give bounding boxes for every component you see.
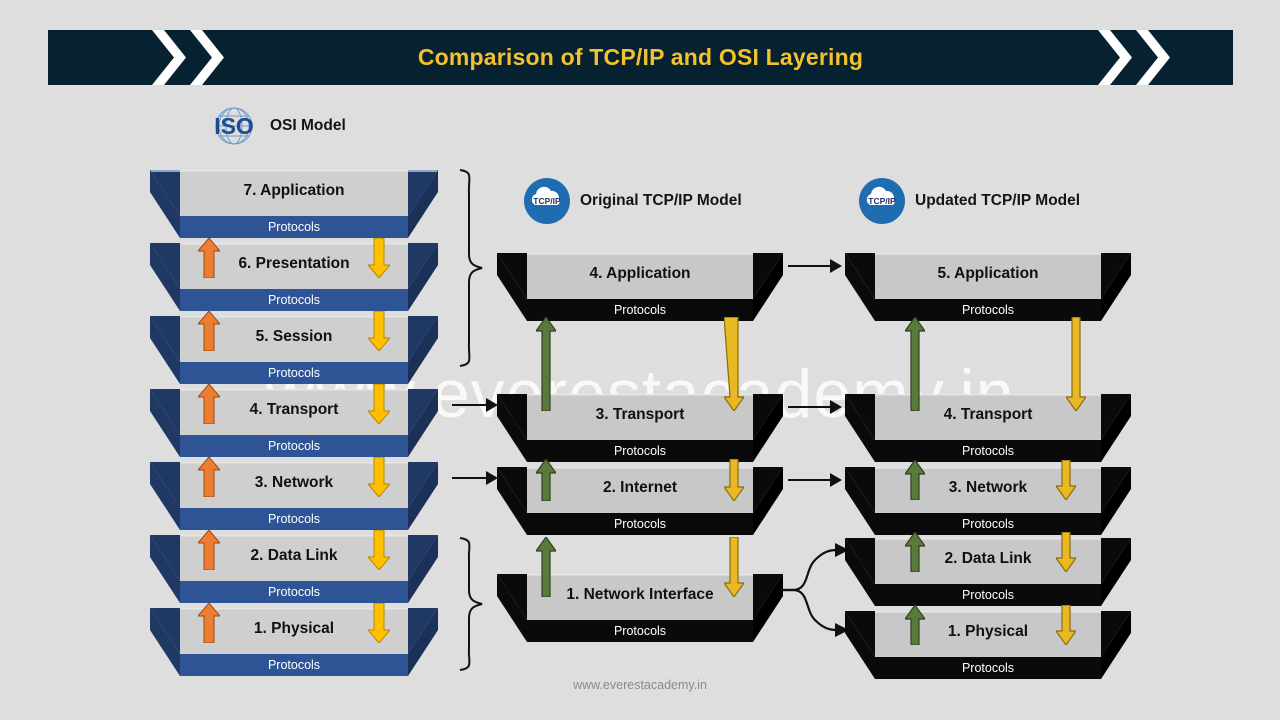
updated-tcpip-layer-4[interactable]: 4. Transport Protocols (845, 394, 1131, 466)
iso-logo-text: ISO (214, 113, 254, 139)
original-tcpip-up-arrow-icon (536, 459, 556, 501)
osi-down-arrow-icon (368, 457, 390, 497)
osi-column-header: ISO OSI Model (207, 106, 346, 146)
chevron-right-icon (1098, 30, 1132, 85)
updated-tcpip-down-arrow-icon (1056, 605, 1076, 645)
osi-down-arrow-icon (368, 384, 390, 424)
page-title: Comparison of TCP/IP and OSI Layering (417, 44, 864, 70)
chevron-right-icon (1136, 30, 1170, 85)
updated-tcpip-up-arrow-icon (905, 532, 925, 572)
osi-up-arrow-icon (198, 530, 220, 570)
original-tcpip-down-arrow-icon (724, 317, 744, 411)
osi-layer-6[interactable]: 6. Presentation Protocols (150, 243, 438, 315)
updated-tcpip-column-caption: Updated TCP/IP Model (915, 192, 1081, 209)
osi-down-arrow-icon (368, 530, 390, 570)
osi-down-arrow-icon (368, 603, 390, 643)
chevron-right-icon (190, 30, 224, 85)
osi-layer-7[interactable]: 7. Application Protocols (150, 170, 438, 242)
original-tcpip-down-arrow-icon (724, 459, 744, 501)
arrow-internet-to-network (788, 460, 842, 500)
chevron-right-icon (152, 30, 186, 85)
updated-tcpip-up-arrow-icon (905, 460, 925, 500)
original-tcpip-down-arrow-icon (724, 537, 744, 597)
osi-layer-3[interactable]: 3. Network Protocols (150, 462, 438, 534)
osi-up-arrow-icon (198, 311, 220, 351)
updated-tcpip-layer-3[interactable]: 3. Network Protocols (845, 467, 1131, 539)
osi-up-arrow-icon (198, 384, 220, 424)
updated-tcpip-up-arrow-icon (905, 317, 925, 411)
iso-globe-icon: ISO (207, 106, 261, 146)
arrow-osi-transport-to-tcpip-transport (452, 385, 498, 425)
brace-osi-lower-to-network-interface (452, 536, 498, 672)
updated-tcpip-down-arrow-icon (1066, 317, 1086, 411)
osi-up-arrow-icon (198, 603, 220, 643)
arrow-application-to-application (788, 246, 842, 286)
osi-column-caption: OSI Model (270, 117, 346, 134)
original-tcpip-column-caption: Original TCP/IP Model (580, 192, 742, 209)
original-tcpip-up-arrow-icon (536, 537, 556, 597)
osi-down-arrow-icon (368, 311, 390, 351)
original-tcpip-up-arrow-icon (536, 317, 556, 411)
updated-tcpip-layer-1[interactable]: 1. Physical Protocols (845, 611, 1131, 683)
original-tcpip-column-header: TCP/IP Original TCP/IP Model (523, 177, 742, 225)
tcpip-cloud-icon: TCP/IP (523, 177, 571, 225)
osi-layer-1[interactable]: 1. Physical Protocols (150, 608, 438, 680)
osi-layer-2[interactable]: 2. Data Link Protocols (150, 535, 438, 607)
tcpip-cloud-icon: TCP/IP (858, 177, 906, 225)
updated-tcpip-up-arrow-icon (905, 605, 925, 645)
osi-up-arrow-icon (198, 238, 220, 278)
updated-tcpip-down-arrow-icon (1056, 532, 1076, 572)
osi-layer-4[interactable]: 4. Transport Protocols (150, 389, 438, 461)
osi-layer-5[interactable]: 5. Session Protocols (150, 316, 438, 388)
svg-text:TCP/IP: TCP/IP (868, 196, 896, 206)
osi-down-arrow-icon (368, 238, 390, 278)
arrow-transport-to-transport (788, 387, 842, 427)
osi-up-arrow-icon (198, 457, 220, 497)
original-tcpip-layer-4[interactable]: 4. Application Protocols (497, 253, 783, 325)
updated-tcpip-down-arrow-icon (1056, 460, 1076, 500)
svg-text:TCP/IP: TCP/IP (533, 196, 561, 206)
arrow-osi-network-to-internet (452, 458, 498, 498)
original-tcpip-layer-2[interactable]: 2. Internet Protocols (497, 467, 783, 539)
fork-network-interface-to-datalink-physical (775, 530, 855, 650)
updated-tcpip-layer-2[interactable]: 2. Data Link Protocols (845, 538, 1131, 610)
updated-tcpip-column-header: TCP/IP Updated TCP/IP Model (858, 177, 1080, 225)
title-banner: Comparison of TCP/IP and OSI Layering (48, 30, 1233, 85)
footer-watermark: www.everestacademy.in (573, 678, 707, 692)
brace-osi-upper-to-application (452, 168, 498, 368)
updated-tcpip-layer-5[interactable]: 5. Application Protocols (845, 253, 1131, 325)
